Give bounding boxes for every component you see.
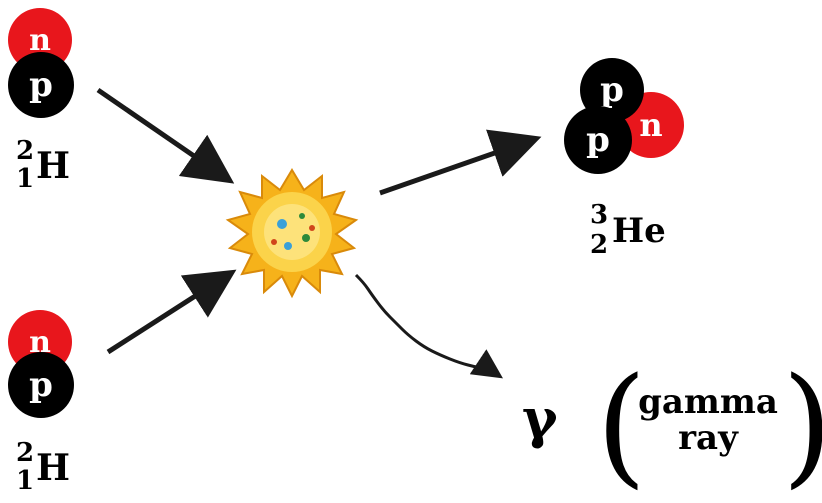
- atomic-number: 1: [16, 164, 35, 194]
- proton-label: p: [600, 70, 624, 110]
- proton-label: p: [29, 365, 53, 405]
- arrow-bottom-left: [106, 269, 237, 355]
- left-paren: (: [596, 349, 647, 501]
- mass-number: 2: [16, 136, 35, 166]
- proton-helium-bottom: p: [564, 106, 632, 174]
- arrow-top-left: [96, 87, 235, 184]
- gamma-symbol: γ: [522, 386, 558, 450]
- isotope-label-bottom: 2 1 H: [16, 440, 86, 500]
- element-symbol: H: [36, 447, 71, 489]
- element-symbol: H: [36, 145, 71, 187]
- mass-number: 3: [590, 200, 609, 230]
- gamma-label-line2: ray: [678, 417, 738, 458]
- atomic-number: 2: [590, 230, 609, 260]
- right-paren: ): [782, 360, 822, 490]
- gamma-wavy-arrow: [354, 273, 503, 379]
- mass-number: 2: [16, 438, 35, 468]
- proton-label: p: [586, 120, 610, 160]
- proton-bottom-reactant: p: [8, 352, 74, 418]
- element-symbol: He: [612, 211, 666, 251]
- fusion-burst: [225, 168, 359, 299]
- isotope-label-product: 3 2 He: [590, 202, 700, 272]
- arrow-to-helium: [379, 129, 542, 196]
- gamma-ray-label: gamma ray: [628, 382, 788, 458]
- neutron-label: n: [639, 106, 663, 144]
- proton-label: p: [29, 65, 53, 105]
- neutron-label: n: [29, 324, 51, 360]
- gamma-label-line1: gamma: [638, 382, 778, 422]
- proton-top-reactant: p: [8, 52, 74, 118]
- isotope-label-top: 2 1 H: [16, 138, 86, 208]
- atomic-number: 1: [16, 466, 35, 496]
- neutron-label: n: [29, 22, 51, 58]
